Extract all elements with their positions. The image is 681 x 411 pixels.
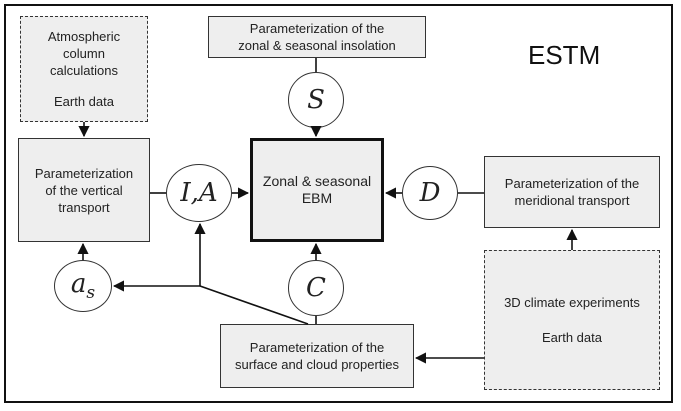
node-as-sub: s [86,283,96,304]
ebm-box: Zonal & seasonal EBM [250,138,384,242]
vertical-line-2: of the vertical [45,182,123,198]
surface-line-1: Parameterization of the [249,340,385,355]
diagram-frame [4,4,673,403]
meridional-transport-box: Parameterization of the meridional trans… [484,156,660,228]
meridional-line-1: Parameterization of the [504,176,640,191]
atmospheric-line-3: calculations [50,63,118,78]
ebm-line-1: Zonal & seasonal [262,173,372,189]
surface-line-2: surface and cloud properties [234,357,400,372]
node-d: D [402,166,458,220]
climate-line-2: Earth data [542,330,602,345]
vertical-line-1: Parameterization [34,165,134,181]
ebm-line-2: EBM [301,190,333,206]
atmospheric-column-box: Atmospheric column calculations Earth da… [20,16,148,122]
line-surface-branch [199,285,309,325]
node-s: S [288,72,344,128]
vertical-transport-box: Parameterization of the vertical transpo… [18,138,150,242]
insolation-line-1: Parameterization of the [249,21,385,36]
insolation-line-2: zonal & seasonal insolation [238,38,396,53]
node-c-label: C [306,273,326,303]
node-ia-label: I,A [180,178,218,208]
node-as: as [54,260,112,312]
climate-experiments-box: 3D climate experiments Earth data [484,250,660,390]
insolation-box: Parameterization of the zonal & seasonal… [208,16,426,58]
node-as-label: as [71,269,95,303]
meridional-line-2: meridional transport [514,193,630,208]
surface-cloud-box: Parameterization of the surface and clou… [220,324,414,388]
node-as-base: a [70,268,87,299]
climate-line-1: 3D climate experiments [504,295,640,310]
atmospheric-line-1: Atmospheric [47,29,121,44]
node-c: C [288,260,344,316]
node-s-label: S [307,85,325,115]
node-ia: I,A [166,164,232,222]
node-d-label: D [419,178,441,208]
atmospheric-line-4: Earth data [54,94,114,109]
atmospheric-line-2: column [63,46,105,61]
vertical-line-3: transport [58,199,110,215]
diagram-title: ESTM [528,40,601,70]
